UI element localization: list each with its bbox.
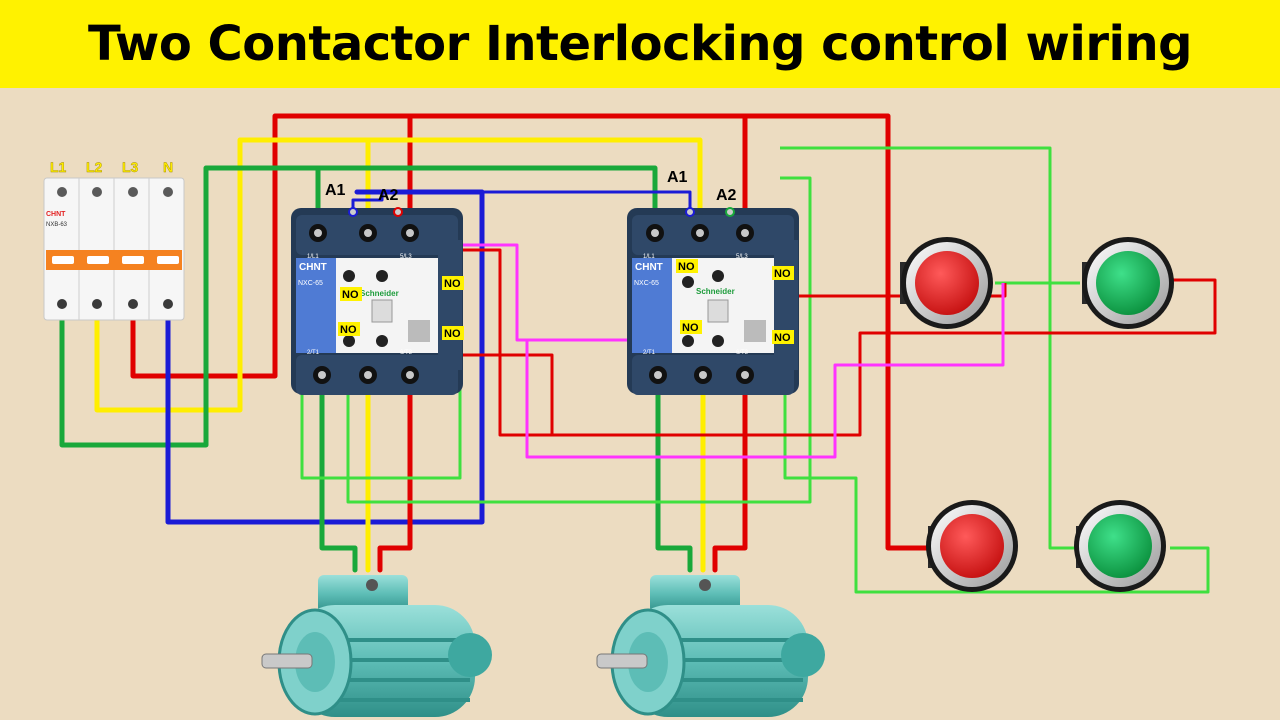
- mcb-breaker: L1 L2 L3 N CHNT NXB-63: [43, 159, 185, 321]
- contactor-1: A1 A2 CHNT NXC-65 Schneider 1/L1 5/L3 2/…: [291, 182, 464, 395]
- contactor-2-maker: Schneider: [696, 287, 735, 296]
- wire-L1-supply: [130, 113, 938, 551]
- contactor-1-maker: Schneider: [360, 289, 399, 298]
- contactor-1-no-3: NO: [444, 278, 461, 290]
- contactor-1-top-3: 5/L3: [400, 254, 412, 260]
- contactor-1-top-1: 1/L1: [307, 254, 319, 260]
- diagram-title: Two Contactor Interlocking control wirin…: [88, 16, 1192, 72]
- contactor-1-bot-1: 2/T1: [307, 350, 320, 356]
- wire-L3-supply: [59, 165, 658, 448]
- title-bar: Two Contactor Interlocking control wirin…: [0, 0, 1280, 88]
- contactor-2-no-3: NO: [774, 268, 791, 280]
- contactor-2-bot-3: 6/T3: [736, 350, 749, 356]
- push-button-start-1[interactable]: [1082, 237, 1174, 329]
- wire-ctrl-red-1: [460, 248, 1217, 437]
- wire-m2-L3: [655, 372, 693, 573]
- wire-ctrl-green-2: [346, 176, 812, 504]
- contactor-1-no-4: NO: [444, 328, 461, 340]
- mcb-terminal-labels: L1 L2 L3 N: [50, 159, 174, 175]
- contactor-1-no-2: NO: [340, 324, 357, 336]
- contactor-2-a2-label: A2: [716, 187, 737, 204]
- push-button-start-2[interactable]: [1074, 500, 1166, 592]
- mcb-label-l1: L1: [50, 159, 67, 175]
- push-button-stop-2[interactable]: [926, 500, 1018, 592]
- contactor-1-brand: CHNT: [299, 262, 327, 273]
- mcb-model: NXB-63: [46, 222, 68, 228]
- contactor-2-a1-label: A1: [667, 169, 688, 186]
- wire-m1-L3: [319, 372, 358, 573]
- contactor-2-no-1: NO: [678, 261, 695, 273]
- contactor-1-no-1: NO: [342, 289, 359, 301]
- wire-ctrl-green-4: [783, 235, 1210, 594]
- contactor-2: A1 A2 CHNT NXC-65 Schneider 1/L1 5/L3 2/…: [627, 169, 799, 395]
- contactor-1-bot-3: 6/T3: [400, 350, 413, 356]
- contactor-1-a2-label: A2: [378, 187, 399, 204]
- contactor-2-bot-1: 2/T1: [643, 350, 656, 356]
- contactor-2-model: NXC-65: [634, 280, 659, 287]
- contactor-2-top-1: 1/L1: [643, 254, 655, 260]
- wire-L2-supply: [94, 137, 703, 413]
- contactor-1-a1-label: A1: [325, 182, 346, 199]
- contactor-2-no-2: NO: [682, 322, 699, 334]
- mcb-brand: CHNT: [46, 211, 66, 218]
- wire-ctrl-red-2: [458, 353, 554, 435]
- contactor-2-no-4: NO: [774, 332, 791, 344]
- wiring-diagram: L1 L2 L3 N CHNT NXB-63: [43, 113, 1217, 717]
- wire-m2-L1: [712, 372, 748, 573]
- mcb-label-l2: L2: [86, 159, 103, 175]
- push-button-stop-1[interactable]: [900, 237, 993, 329]
- mcb-label-l3: L3: [122, 159, 139, 175]
- motor-2: [596, 575, 825, 717]
- mcb-label-n: N: [163, 159, 173, 175]
- wire-A1-link: [351, 190, 692, 214]
- motor-1: [261, 575, 492, 717]
- wire-ctrl-green-3: [780, 146, 1080, 550]
- contactor-2-top-3: 5/L3: [736, 254, 748, 260]
- contactor-2-brand: CHNT: [635, 262, 663, 273]
- contactor-1-model: NXC-65: [298, 280, 323, 287]
- wire-m1-L1: [377, 372, 413, 573]
- wire-ctrl-magenta-2: [525, 283, 1005, 459]
